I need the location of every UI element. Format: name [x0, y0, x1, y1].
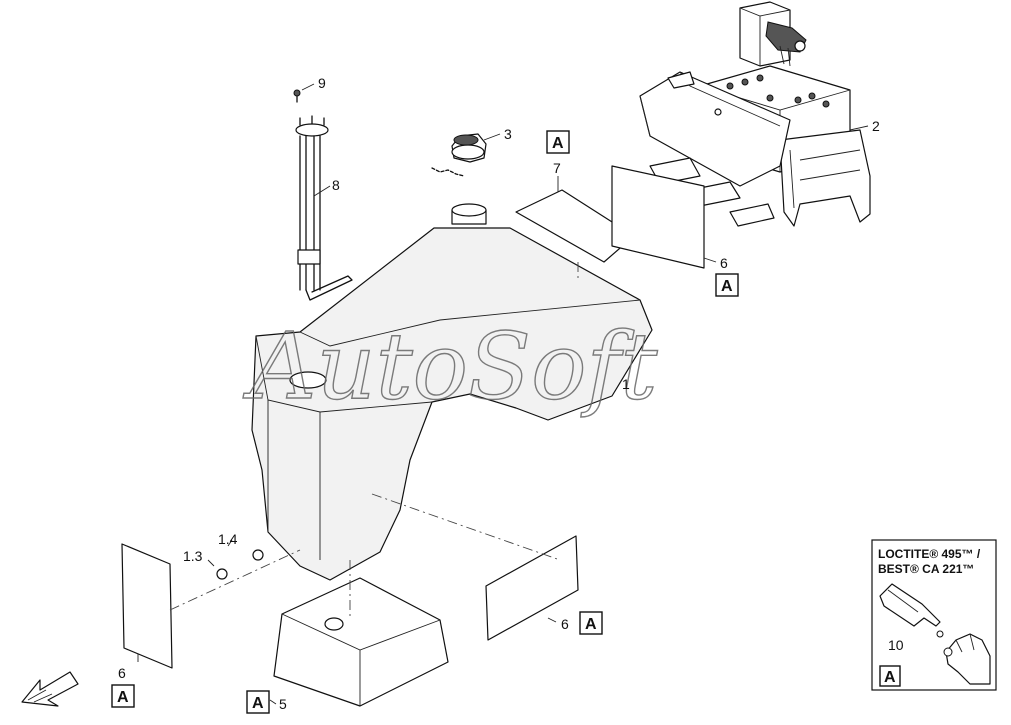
level-sender — [293, 89, 353, 301]
note-line-1: LOCTITE® 495™ / — [878, 547, 981, 561]
fuel-tank — [251, 203, 653, 581]
pad-6-left — [121, 543, 173, 669]
fittings — [216, 549, 264, 580]
direction-arrow-icon — [21, 671, 79, 707]
callout-1: 1 — [622, 376, 630, 392]
note-line-2: BEST® CA 221™ — [878, 562, 974, 576]
ref-box-a-7: A — [546, 130, 570, 154]
note-ref-letter: A — [884, 669, 896, 686]
battery-assembly — [639, 1, 871, 227]
filler-cap — [431, 133, 487, 177]
tank-guard — [273, 577, 449, 707]
callout-5: 5 — [279, 696, 287, 712]
note-callout-10: 10 — [888, 637, 904, 653]
assembly-lines — [169, 262, 579, 620]
callout-8: 8 — [332, 177, 340, 193]
svg-text:A: A — [252, 695, 264, 712]
ref-box-a-6-lower: A — [579, 611, 603, 635]
callout-6-upper: 6 — [720, 255, 728, 271]
callout-1-3: 1.3 — [183, 548, 203, 564]
pad-6-upper — [611, 165, 705, 269]
callout-3: 3 — [504, 126, 512, 142]
leader-lines — [137, 83, 869, 705]
pad-6-lower-right — [485, 535, 579, 641]
callout-9: 9 — [318, 75, 326, 91]
watermark: AutoSoft — [242, 313, 659, 420]
ref-box-a-6-left: A — [111, 684, 135, 708]
callout-1-4: 1.4 — [218, 531, 238, 547]
adhesive-note: LOCTITE® 495™ / BEST® CA 221™ 10 A — [871, 539, 997, 691]
svg-text:A: A — [552, 135, 564, 152]
callout-7: 7 — [553, 160, 561, 176]
svg-text:A: A — [117, 689, 129, 706]
callout-2: 2 — [872, 118, 880, 134]
svg-text:A: A — [585, 616, 597, 633]
ref-box-a-6-upper: A — [715, 273, 739, 297]
ref-box-a-5: A — [246, 690, 270, 714]
callout-6-lower: 6 — [561, 616, 569, 632]
callout-6-left: 6 — [118, 665, 126, 681]
svg-text:A: A — [721, 278, 733, 295]
